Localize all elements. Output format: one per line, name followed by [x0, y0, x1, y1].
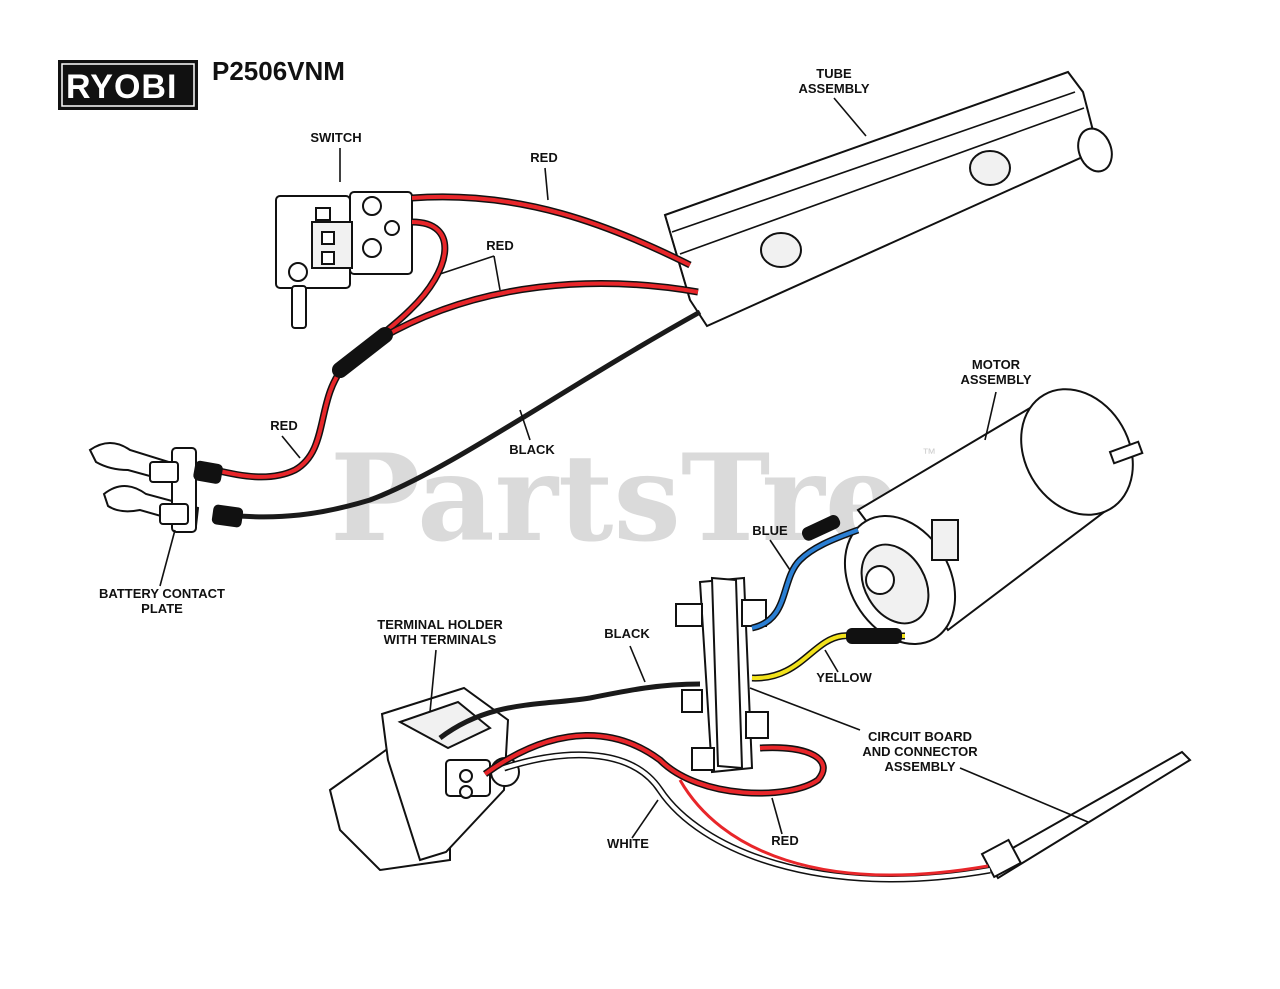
label-red-left: RED: [270, 418, 297, 433]
ryobi-logo: RYOBI: [58, 60, 198, 110]
callout-tube-line2: ASSEMBLY: [798, 81, 869, 96]
wire-red-left: [214, 363, 347, 479]
callout-battery-line1: BATTERY CONTACT: [99, 586, 225, 601]
connector-strip: [980, 750, 1192, 880]
callout-switch: SWITCH: [310, 130, 361, 145]
label-red-middle: RED: [486, 238, 513, 253]
wire-white: [503, 752, 991, 881]
wire-black-left: [224, 309, 702, 520]
tube-assembly: [663, 70, 1113, 328]
callout-tube-line1: TUBE: [816, 66, 852, 81]
wires: [193, 193, 991, 883]
wire-red-top: [411, 194, 691, 267]
label-white: WHITE: [607, 836, 649, 851]
wire-red-lower: [483, 733, 826, 796]
wire-blue: [751, 528, 859, 630]
switch: [275, 191, 413, 329]
terminal-holder: [328, 686, 520, 872]
callout-board-line2: AND CONNECTOR: [862, 744, 978, 759]
model-number: P2506VNM: [212, 56, 345, 86]
label-blue: BLUE: [752, 523, 788, 538]
motor-assembly: [843, 388, 1144, 645]
callout-terminal-line2: WITH TERMINALS: [384, 632, 497, 647]
wire-red-middle: [376, 281, 699, 342]
logo-text: RYOBI: [66, 68, 177, 106]
leader-lines: [159, 97, 1089, 839]
watermark-trademark: ™: [922, 445, 936, 461]
label-yellow: YELLOW: [816, 670, 872, 685]
wire-red-strip: [678, 779, 989, 877]
battery-contact-plate: [88, 442, 200, 533]
callout-terminal-line1: TERMINAL HOLDER: [377, 617, 503, 632]
callout-board-line1: CIRCUIT BOARD: [868, 729, 972, 744]
label-black-left: BLACK: [509, 442, 555, 457]
callout-motor-line1: MOTOR: [972, 357, 1021, 372]
splice-sleeve: [332, 327, 393, 378]
circuit-board: [675, 576, 769, 774]
wire-black-lower: [438, 681, 701, 740]
callout-motor-line2: ASSEMBLY: [960, 372, 1031, 387]
label-black-lower: BLACK: [604, 626, 650, 641]
callout-battery-line2: PLATE: [141, 601, 183, 616]
label-red-top: RED: [530, 150, 557, 165]
label-red-lower: RED: [771, 833, 798, 848]
callout-board-line3: ASSEMBLY: [884, 759, 955, 774]
